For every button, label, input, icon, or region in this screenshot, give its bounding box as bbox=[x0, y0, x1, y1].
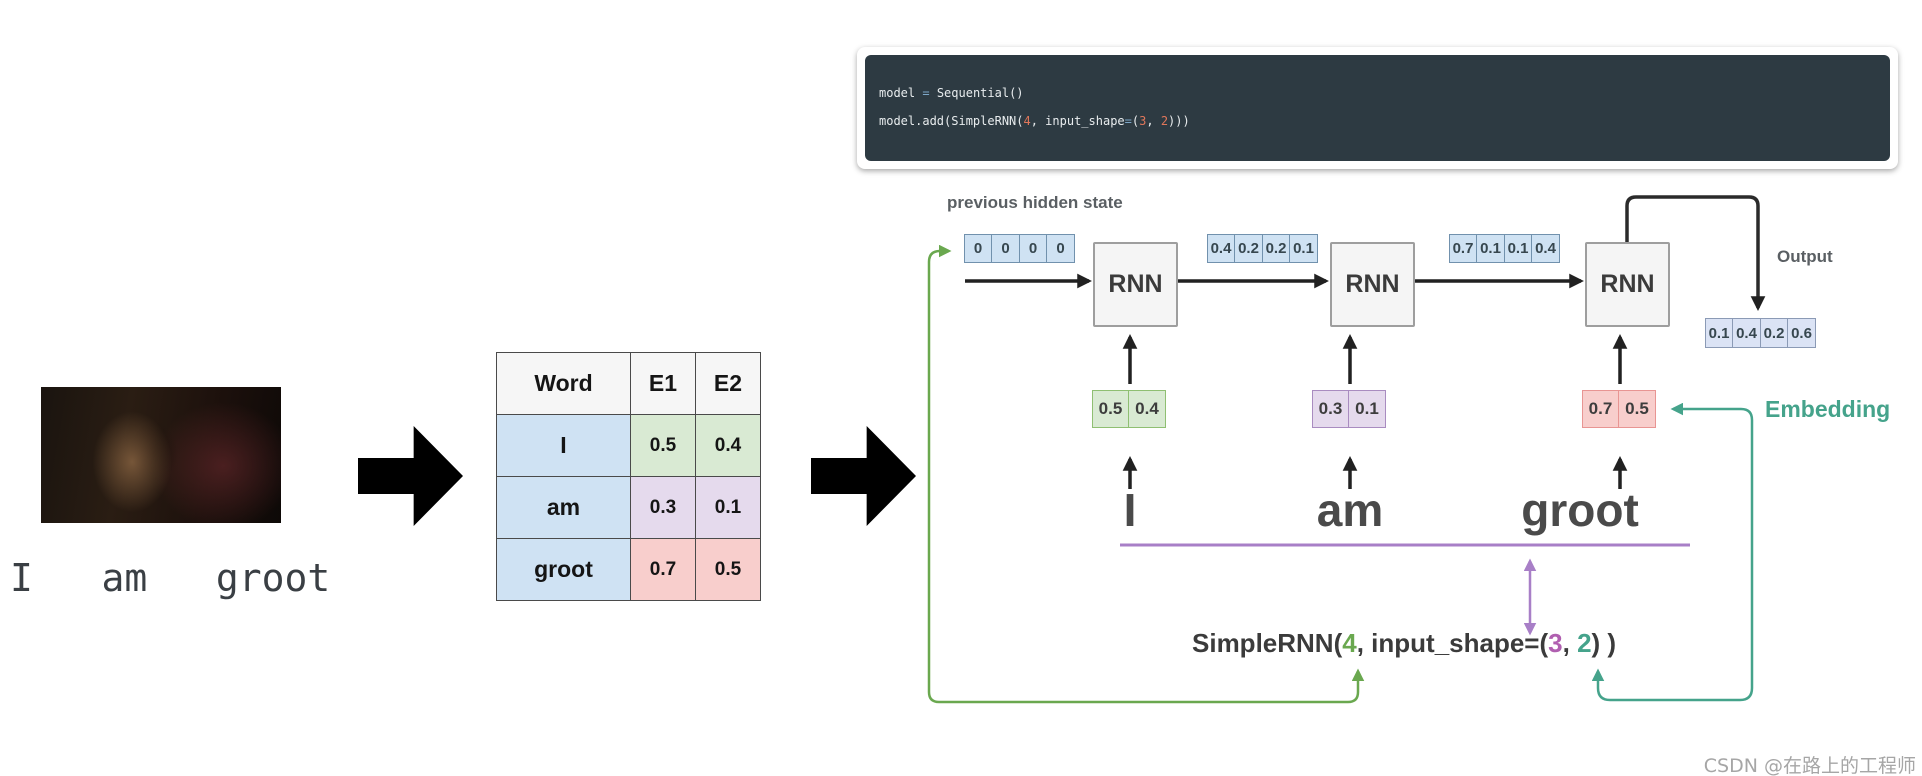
rnn-cell-3: RNN bbox=[1585, 242, 1670, 327]
code-snippet-card: model = Sequential() model.add(SimpleRNN(… bbox=[857, 47, 1898, 169]
code-line: model.add(SimpleRNN(4, input_shape=(3, 2… bbox=[879, 114, 1190, 128]
feedback-loop-arrow bbox=[1625, 195, 1766, 311]
table-header-cell: E1 bbox=[630, 352, 696, 415]
vector-cell: 0.4 bbox=[1128, 390, 1166, 428]
rnn-cell-1: RNN bbox=[1093, 242, 1178, 327]
table-cell: 0.7 bbox=[630, 538, 696, 601]
vector-cell: 0.1 bbox=[1289, 234, 1318, 263]
groot-photo bbox=[41, 387, 281, 523]
code-line: model = Sequential() bbox=[879, 86, 1024, 100]
vector-cell: 0.2 bbox=[1234, 234, 1263, 263]
vector-cell: 0.1 bbox=[1348, 390, 1386, 428]
vector-cell: 0.1 bbox=[1476, 234, 1505, 263]
rnn-cell-2: RNN bbox=[1330, 242, 1415, 327]
watermark: CSDN @在路上的工程师 bbox=[1703, 755, 1916, 776]
previous-hidden-state-label: previous hidden state bbox=[947, 193, 1123, 212]
table-cell: am bbox=[496, 476, 631, 539]
vector-cell: 0.1 bbox=[1704, 318, 1734, 348]
table-cell: 0.5 bbox=[630, 414, 696, 477]
vector-cell: 0.4 bbox=[1206, 234, 1236, 263]
vector-cell: 0.7 bbox=[1581, 390, 1620, 428]
table-cell: 0.1 bbox=[695, 476, 761, 539]
simplernn-formula: SimpleRNN(4, input_shape=(3, 2) ) bbox=[1192, 628, 1617, 658]
input-word-groot: groot bbox=[1521, 484, 1639, 536]
table-header-cell: E2 bbox=[695, 352, 761, 415]
sequence-link-purple bbox=[1120, 543, 1690, 636]
vector-cell: 0 bbox=[1046, 234, 1075, 263]
vector-cell: 0 bbox=[991, 234, 1020, 263]
flow-arrows bbox=[965, 273, 1628, 489]
input-word-am: am bbox=[1316, 484, 1384, 536]
vector-cell: 0.5 bbox=[1618, 390, 1656, 428]
vector-cell: 0.6 bbox=[1787, 318, 1816, 348]
vector-cell: 0.2 bbox=[1261, 234, 1291, 263]
vector-cell: 0.5 bbox=[1091, 390, 1130, 428]
source-phrase: I am groot bbox=[10, 556, 331, 600]
vector-cell: 0 bbox=[963, 234, 993, 263]
table-cell: groot bbox=[496, 538, 631, 601]
vector-cell: 0.1 bbox=[1503, 234, 1533, 263]
embedding-label: Embedding bbox=[1765, 396, 1891, 422]
vector-cell: 0.7 bbox=[1448, 234, 1478, 263]
table-cell: I bbox=[496, 414, 631, 477]
vector-cell: 0.2 bbox=[1759, 318, 1789, 348]
input-word-i: I bbox=[1123, 484, 1137, 536]
vector-cell: 0.4 bbox=[1531, 234, 1560, 263]
input-shape-link-teal bbox=[1591, 402, 1754, 702]
table-cell: 0.4 bbox=[695, 414, 761, 477]
units-link-green bbox=[927, 244, 1365, 704]
output-label: Output bbox=[1777, 247, 1833, 266]
vector-cell: 0.3 bbox=[1311, 390, 1350, 428]
table-cell: 0.5 bbox=[695, 538, 761, 601]
vector-cell: 0 bbox=[1018, 234, 1048, 263]
code-snippet: model = Sequential() model.add(SimpleRNN(… bbox=[865, 55, 1890, 161]
vector-cell: 0.4 bbox=[1732, 318, 1761, 348]
